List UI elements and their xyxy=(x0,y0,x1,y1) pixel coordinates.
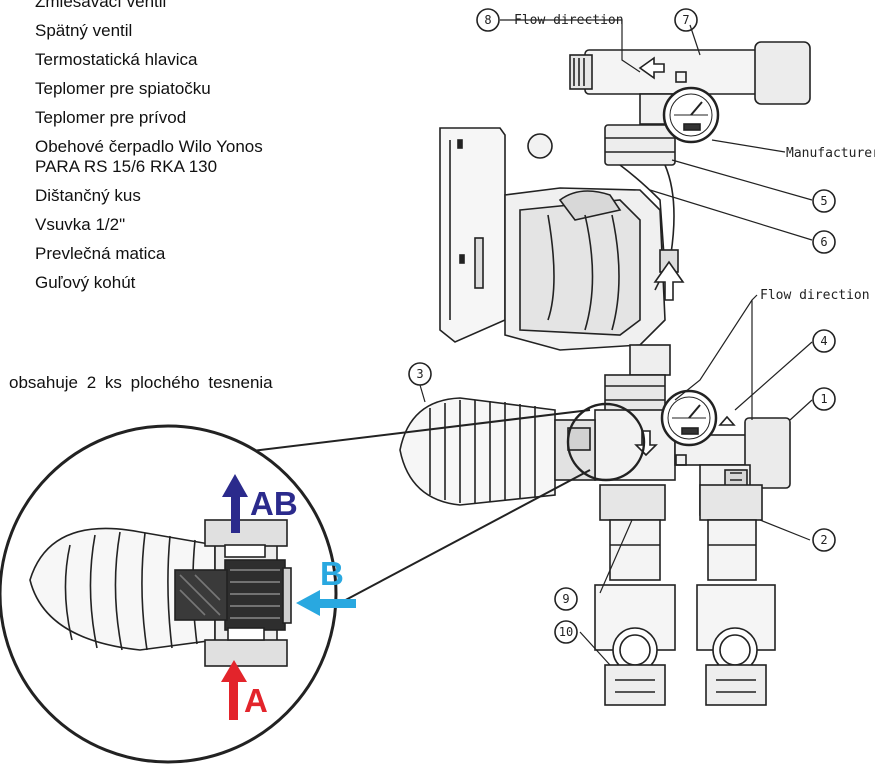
parts-list: Zmiešavací ventil Spätný ventil Termosta… xyxy=(35,0,263,302)
parts-list-item-10: Guľový kohút xyxy=(35,273,136,292)
callout-5: 5 xyxy=(820,194,827,208)
callout-3-circle xyxy=(408,362,432,386)
flow-arrow-b-icon xyxy=(296,590,356,616)
parts-list-item-7: Dištančný kus xyxy=(35,186,141,205)
thermometer-return-icon xyxy=(660,389,718,447)
callout-4-circle xyxy=(812,329,836,353)
parts-list-item-9: Prevlečná matica xyxy=(35,244,166,263)
callout-1-circle xyxy=(812,387,836,411)
thermostatic-head-icon xyxy=(399,397,596,506)
gasket-note: obsahuje 2 ks plochého tesnenia xyxy=(9,373,273,392)
manufacturer-label: Manufacturer xyxy=(786,146,875,161)
callout-9: 9 xyxy=(562,592,569,606)
ball-valve-right-icon xyxy=(696,584,776,706)
callout-8: 8 xyxy=(484,13,491,27)
callout-2: 2 xyxy=(820,533,827,547)
callout-3: 3 xyxy=(416,367,423,381)
thermometer-supply-icon xyxy=(662,86,720,144)
callout-8-circle xyxy=(476,8,500,32)
parts-list-item-6: Obehové čerpadlo Wilo Yonos PARA RS 15/6… xyxy=(35,137,263,176)
parts-list-item-8: Vsuvka 1/2" xyxy=(35,215,126,234)
port-b-label: B xyxy=(320,555,344,592)
callout-6: 6 xyxy=(820,235,827,249)
parts-list-item-3: Termostatická hlavica xyxy=(35,50,198,69)
callout-4: 4 xyxy=(820,334,827,348)
flow-arrow-ab-icon xyxy=(222,474,248,533)
callout-9-circle xyxy=(554,587,578,611)
ball-valve-left-icon xyxy=(594,584,676,706)
bottom-valve-body xyxy=(594,374,791,581)
parts-list-item-2: Spätný ventil xyxy=(35,21,133,40)
callout-6-circle xyxy=(812,230,836,254)
detail-view xyxy=(0,424,338,764)
circulation-pump xyxy=(439,127,685,376)
callout-10: 10 xyxy=(559,625,573,639)
flow-arrow-a-icon xyxy=(221,660,247,720)
callout-7: 7 xyxy=(682,13,689,27)
callout-1: 1 xyxy=(820,392,827,406)
callout-2-circle xyxy=(812,528,836,552)
callout-5-circle xyxy=(812,189,836,213)
callout-7-circle xyxy=(674,8,698,32)
flow-direction-mid-label: Flow direction xyxy=(760,288,870,303)
parts-list-item-5: Teplomer pre prívod xyxy=(35,108,187,127)
callout-10-circle xyxy=(554,620,578,644)
port-a-label: A xyxy=(244,682,268,719)
flow-direction-top-label: Flow direction xyxy=(514,13,624,28)
port-ab-label: AB xyxy=(250,485,298,522)
parts-list-item-1: Zmiešavací ventil xyxy=(35,0,167,11)
parts-list-item-4: Teplomer pre spiatočku xyxy=(35,79,211,98)
